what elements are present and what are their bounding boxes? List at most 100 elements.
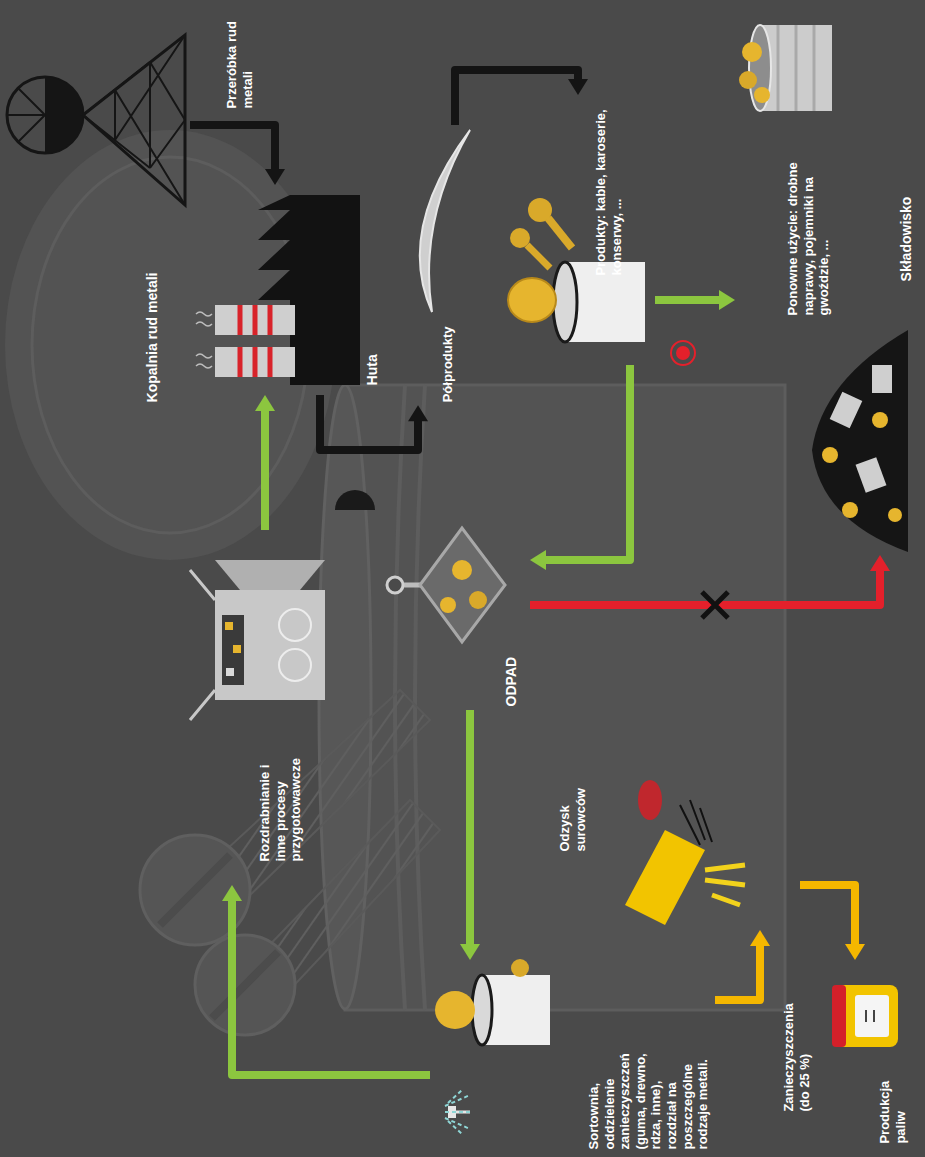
hopper xyxy=(215,560,325,590)
semi-product-blade xyxy=(420,130,470,312)
flow-arrow xyxy=(460,710,480,960)
recovery-icon xyxy=(625,780,745,925)
canister xyxy=(832,985,898,1047)
lid-shape xyxy=(5,130,335,560)
heap-coin xyxy=(842,502,858,518)
cloud xyxy=(279,609,311,641)
flow-line xyxy=(455,70,578,125)
flow-line xyxy=(232,899,430,1075)
big-can xyxy=(345,385,785,1010)
process-node: Odzysk surowców xyxy=(550,760,800,930)
flow-line xyxy=(800,885,855,946)
screw-head xyxy=(511,959,529,977)
lid-rim xyxy=(32,157,308,533)
node-label: Składowisko xyxy=(898,189,915,281)
edge-label: Przeróbka rud metali xyxy=(224,8,255,108)
mine-lattice xyxy=(83,35,185,205)
scrap xyxy=(225,622,233,630)
process-node: Produkcja paliw xyxy=(820,960,918,1150)
scrap xyxy=(233,645,241,653)
flow-arrow xyxy=(255,395,275,530)
scrap xyxy=(452,560,472,580)
arrow-head xyxy=(870,555,890,571)
node-label: ODPAD xyxy=(503,654,520,706)
arrow-head xyxy=(460,944,480,960)
landfill-icon xyxy=(812,330,908,552)
screw-shaft xyxy=(548,218,572,248)
heap-coin xyxy=(872,412,888,428)
alert-dot xyxy=(676,346,690,360)
can-end xyxy=(749,25,771,111)
edge-label: Zanieczyszczenia (do 25 %) xyxy=(781,989,812,1111)
heap xyxy=(812,330,908,552)
process-node: Kopalnia rud metali xyxy=(0,20,190,430)
fuel-icon xyxy=(832,985,898,1047)
screw-slot xyxy=(212,952,278,1018)
ore-mound xyxy=(335,490,375,510)
mine-spokes xyxy=(7,88,45,142)
canister-mark xyxy=(866,1010,874,1022)
process-node: ODPAD xyxy=(380,515,530,710)
scrap xyxy=(440,597,456,613)
mine-wheel-half xyxy=(45,77,83,153)
arrow-head xyxy=(845,944,865,960)
coin xyxy=(754,87,770,103)
coin xyxy=(508,278,556,322)
node-label: Rozdrabnianie i inne procesy przygotowaw… xyxy=(257,739,304,861)
flow-line xyxy=(261,409,269,530)
flow-line xyxy=(320,395,418,450)
heap-coin xyxy=(822,447,838,463)
grabber-icon xyxy=(387,528,505,642)
heap-coin xyxy=(888,508,902,522)
flow-arrow xyxy=(320,395,428,450)
process-node: Rozdrabnianie i inne procesy przygotowaw… xyxy=(185,530,325,885)
flow-line xyxy=(715,944,760,1000)
paper xyxy=(625,830,705,925)
shredder-body xyxy=(215,590,325,700)
shredder-icon xyxy=(190,490,375,720)
node-label: Produkty: kable, karoserie, konserwy, ..… xyxy=(593,105,624,275)
mine-icon xyxy=(7,35,185,205)
arrow-head xyxy=(719,290,735,310)
flow-line xyxy=(466,710,474,946)
reuse-icon xyxy=(739,25,832,111)
glove xyxy=(638,780,662,820)
alert-ring xyxy=(671,341,695,365)
arrow-head xyxy=(265,169,285,185)
canister-label xyxy=(855,995,889,1037)
node-label: Odzysk surowców xyxy=(557,779,588,851)
flow-arrow xyxy=(455,70,588,125)
arrow-head xyxy=(255,395,275,411)
cloud xyxy=(279,649,311,681)
node-label: Huta xyxy=(364,345,381,385)
arrow-head xyxy=(568,79,588,95)
products-icon xyxy=(508,198,645,342)
node-label: Produkcja paliw xyxy=(877,1067,908,1143)
mine-tower xyxy=(83,35,185,205)
process-node: Ponowne użycie: drobne naprawy, pojemnik… xyxy=(735,10,845,325)
coin xyxy=(742,42,762,62)
heap-can xyxy=(872,365,892,393)
node-label: Ponowne użycie: drobne naprawy, pojemnik… xyxy=(785,145,832,315)
wires xyxy=(680,800,712,845)
sticks xyxy=(705,865,745,905)
process-node: Sortownia, oddzielenie zanieczyszczeń (g… xyxy=(430,960,715,1152)
heap-can xyxy=(856,457,887,493)
process-node: Składowisko xyxy=(850,175,920,555)
screw-slot xyxy=(160,855,230,925)
grabber-pivot xyxy=(387,577,403,593)
arrow-head xyxy=(222,885,242,901)
flow-line xyxy=(544,365,630,560)
coin xyxy=(739,71,757,89)
heap-can xyxy=(830,392,863,428)
scrap xyxy=(469,591,487,609)
screw-head xyxy=(195,935,295,1035)
chimney-bands xyxy=(240,305,270,377)
node-label: Półprodukty xyxy=(439,317,455,402)
flow-arrow xyxy=(530,365,630,570)
flow-line xyxy=(530,569,880,605)
blocked-cross xyxy=(702,592,728,618)
coin xyxy=(435,991,475,1029)
flow-arrow xyxy=(190,125,285,185)
